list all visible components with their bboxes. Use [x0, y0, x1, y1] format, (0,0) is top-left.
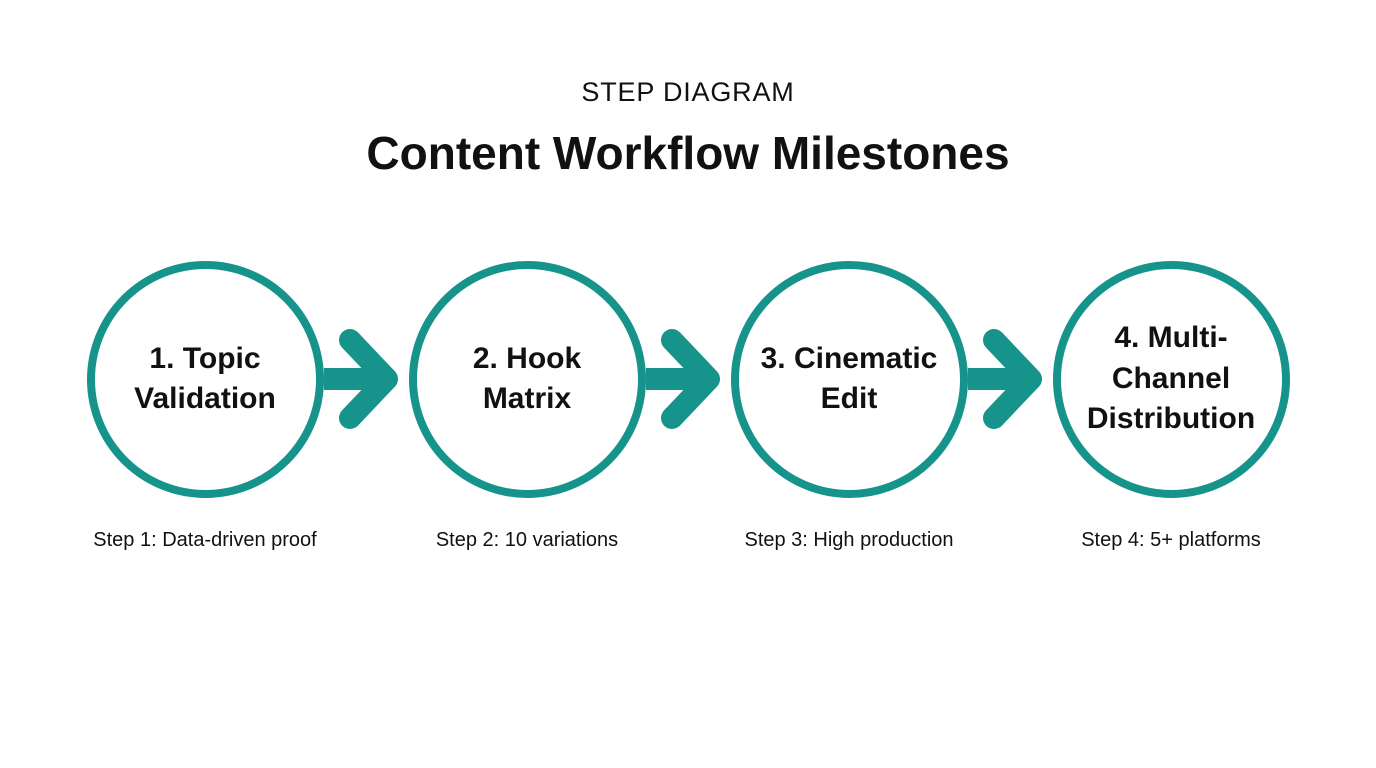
- step-caption-3: Step 3: High production: [731, 529, 968, 552]
- step-caption-1: Step 1: Data-driven proof: [87, 529, 324, 552]
- step-label-1: 1. Topic Validation: [134, 341, 276, 416]
- arrow-right-icon: [967, 323, 1053, 435]
- step-label-4: 4. Multi- Channel Distribution: [1086, 321, 1256, 436]
- step-circle-2: 2. Hook Matrix: [408, 260, 646, 498]
- step-label-2: 2. Hook Matrix: [472, 341, 582, 416]
- step-caption-text: Step 3: High production: [744, 528, 954, 551]
- step-label-3: 3. Cinematic Edit: [760, 341, 938, 416]
- page-title: Content Workflow Milestones: [366, 127, 1010, 180]
- step-circle-1: 1. Topic Validation: [86, 260, 324, 498]
- eyebrow-title: STEP DIAGRAM: [581, 77, 795, 107]
- arrow-right-icon: [645, 323, 731, 435]
- step-caption-2: Step 2: 10 variations: [409, 529, 646, 552]
- step-caption-text: Step 1: Data-driven proof: [93, 528, 317, 551]
- step-caption-text: Step 2: 10 variations: [435, 528, 619, 551]
- arrow-right-icon: [323, 323, 409, 435]
- step-circle-4: 4. Multi- Channel Distribution: [1052, 260, 1290, 498]
- step-circle-3: 3. Cinematic Edit: [730, 260, 968, 498]
- captions-row: Step 1: Data-driven proof Step 2: 10 var…: [87, 529, 1290, 552]
- header: STEP DIAGRAM Content Workflow Milestones: [0, 76, 1376, 182]
- step-caption-text: Step 4: 5+ platforms: [1081, 528, 1261, 551]
- step-caption-4: Step 4: 5+ platforms: [1053, 529, 1290, 552]
- flow-diagram: 1. Topic Validation 2. Hook Matrix 3. Ci…: [86, 260, 1290, 498]
